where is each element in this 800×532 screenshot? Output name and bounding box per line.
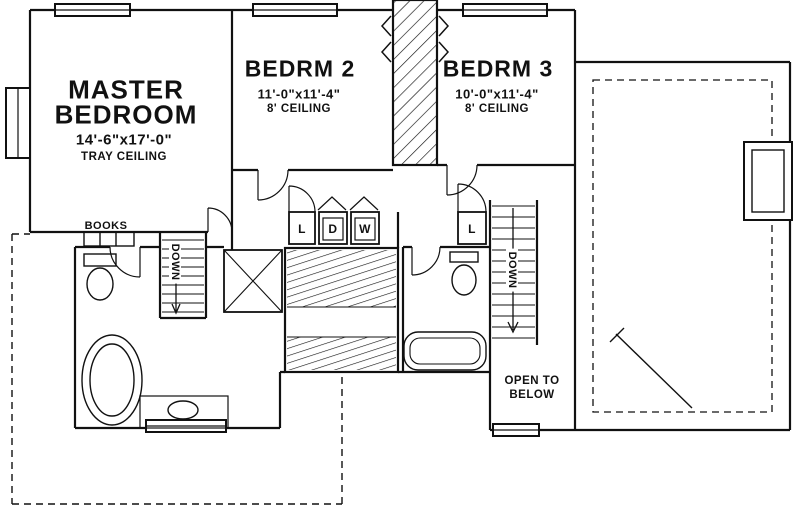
bathtub-2	[403, 331, 487, 371]
bifold-doors	[317, 196, 379, 211]
chimney	[743, 141, 793, 221]
toilet	[83, 253, 117, 301]
dryer-label: D	[328, 222, 338, 236]
bedroom2-dims: 11'-0"x11'-4"	[257, 86, 341, 102]
right-wing	[575, 60, 793, 432]
down-label-left: DOWN	[169, 240, 181, 284]
fixtures	[81, 249, 487, 429]
roof-outline-dashed	[11, 233, 343, 505]
bedroom3-ceiling: 8' CEILING	[465, 103, 529, 115]
washer-label: W	[359, 222, 371, 236]
down-arrow-left	[171, 282, 181, 315]
linen-label: L	[298, 222, 306, 236]
washer-box	[350, 211, 380, 245]
books-label: BOOKS	[84, 220, 128, 232]
center-shaft	[380, 0, 450, 167]
master-bedroom-dims: 14'-6"x17'-0"	[75, 131, 173, 149]
windows	[5, 3, 548, 437]
walkin-closet	[283, 246, 400, 374]
linen-label-2: L	[468, 222, 476, 236]
toilet-2	[449, 251, 479, 296]
bedroom3-label: BEDRM 3	[442, 55, 554, 82]
linen-closet-box	[288, 211, 316, 245]
garden-tub	[81, 334, 143, 426]
master-bedroom-label-2: BEDROOM	[54, 99, 198, 130]
shower	[223, 249, 283, 313]
chevron-marks	[380, 15, 450, 63]
stairs-left	[162, 239, 204, 315]
closet-boxes	[288, 196, 487, 245]
door-swings	[109, 164, 487, 278]
bedroom3-dims: 10'-0"x11'-4"	[455, 86, 539, 102]
vanity-sink	[139, 395, 229, 429]
roof-valley-line	[609, 327, 693, 409]
linen-closet-box-2	[457, 211, 487, 245]
master-bedroom-ceiling: TRAY CEILING	[81, 151, 167, 163]
bedroom2-label: BEDRM 2	[244, 55, 356, 82]
bedroom2-ceiling: 8' CEILING	[267, 103, 331, 115]
dryer-box	[318, 211, 348, 245]
bookshelf-niche	[83, 231, 135, 247]
down-label-right: DOWN	[506, 248, 518, 292]
open-to-below-label-2: BELOW	[509, 389, 555, 401]
open-to-below-label-1: OPEN TO	[504, 375, 560, 387]
master-bedroom-label-1: MASTER	[68, 74, 184, 105]
